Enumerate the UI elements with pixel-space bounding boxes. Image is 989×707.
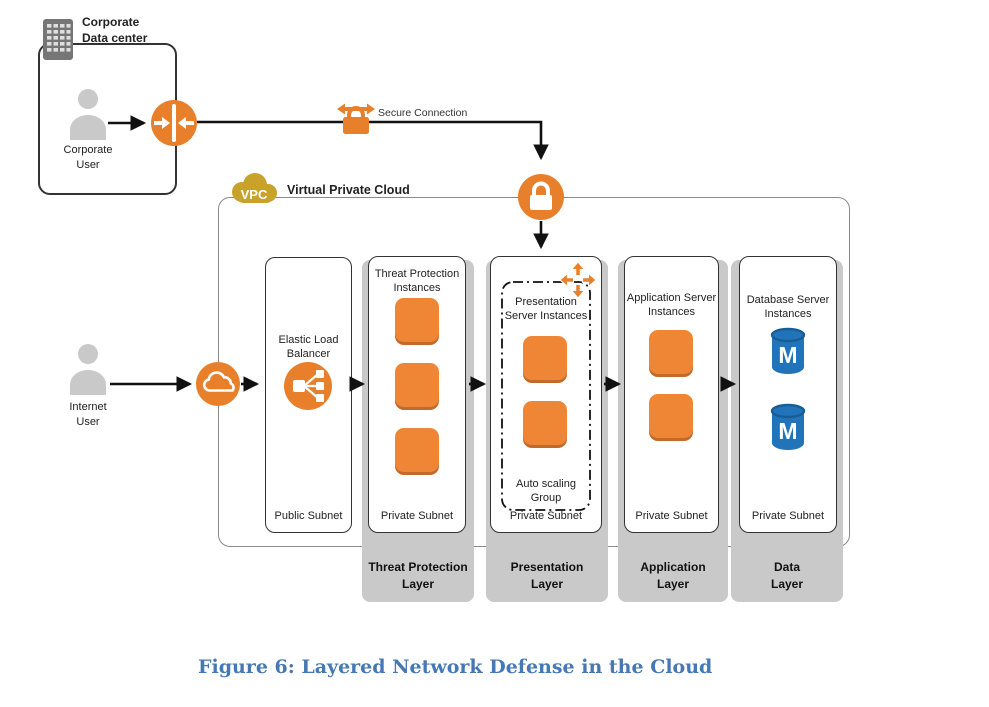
presentation-layer-label: Presentation Layer (510, 560, 584, 592)
threat-instance-3 (395, 428, 439, 472)
internet-user-label: Internet User (69, 401, 107, 428)
database-instances-label: Database Server Instances (746, 294, 830, 321)
building-icon (43, 19, 73, 60)
application-layer-label: Application Layer (640, 560, 706, 592)
presentation-instance-1 (523, 336, 567, 380)
auto-scaling-group-label: Auto scaling Group (516, 478, 576, 505)
data-layer-column: Data Layer Database Server Instances M M… (731, 256, 843, 602)
auto-scaling-group-border (501, 281, 591, 511)
presentation-instance-2 (523, 401, 567, 445)
public-subnet-box: Elastic Load Balancer Public Subnet (265, 257, 352, 533)
application-subnet-label: Private Subnet (635, 510, 708, 522)
presentation-instances-label: Presentation Server Instances (504, 296, 588, 323)
threat-instance-2 (395, 363, 439, 407)
public-subnet-label: Public Subnet (274, 510, 343, 522)
presentation-private-subnet-box: Presentation Server Instances Auto scali… (490, 256, 602, 533)
threat-subnet-label: Private Subnet (380, 510, 454, 522)
database-cylinder-icon: M (770, 403, 806, 450)
vpc-label: Virtual Private Cloud (287, 183, 410, 197)
corporate-user-label: Corporate User (63, 144, 113, 171)
threat-protection-layer-label: Threat Protection Layer (368, 560, 468, 592)
figure-caption: Figure 6: Layered Network Defense in the… (198, 656, 713, 678)
corporate-user-icon (70, 89, 106, 140)
corporate-datacenter-title: Corporate Data center (82, 15, 148, 45)
svg-text:M: M (778, 418, 797, 444)
internet-user-icon (70, 344, 106, 395)
presentation-layer-column: Presentation Layer Presentation Server I… (486, 256, 608, 602)
secure-connection-lock-icon (337, 103, 375, 134)
database-cylinder-icon: M (770, 327, 806, 374)
internet-gateway-icon (196, 362, 240, 406)
data-layer-label: Data Layer (770, 560, 804, 592)
svg-text:VPC: VPC (241, 187, 268, 202)
application-private-subnet-box: Application Server Instances Private Sub… (624, 256, 719, 533)
presentation-subnet-label: Private Subnet (509, 510, 583, 522)
threat-private-subnet-box: Threat Protection Instances Private Subn… (368, 256, 466, 533)
threat-instances-label: Threat Protection Instances (374, 268, 460, 295)
router-icon (151, 100, 197, 146)
vpc-cloud-icon: VPC (232, 173, 277, 203)
data-subnet-label: Private Subnet (751, 510, 825, 522)
elastic-load-balancer-icon (284, 362, 332, 410)
svg-text:M: M (778, 342, 797, 368)
application-instances-label: Application Server Instances (626, 292, 717, 319)
application-layer-column: Application Layer Application Server Ins… (618, 256, 728, 602)
application-instance-2 (649, 394, 693, 438)
elb-title: Elastic Load Balancer (278, 334, 339, 361)
auto-scaling-expand-icon (559, 261, 597, 299)
threat-instance-1 (395, 298, 439, 342)
vpn-gateway-lock-icon (518, 174, 564, 220)
secure-connection-label: Secure Connection (378, 107, 468, 119)
data-private-subnet-box: Database Server Instances M M Private Su… (739, 256, 837, 533)
threat-protection-layer-column: Threat Protection Layer Threat Protectio… (362, 256, 474, 602)
application-instance-1 (649, 330, 693, 374)
